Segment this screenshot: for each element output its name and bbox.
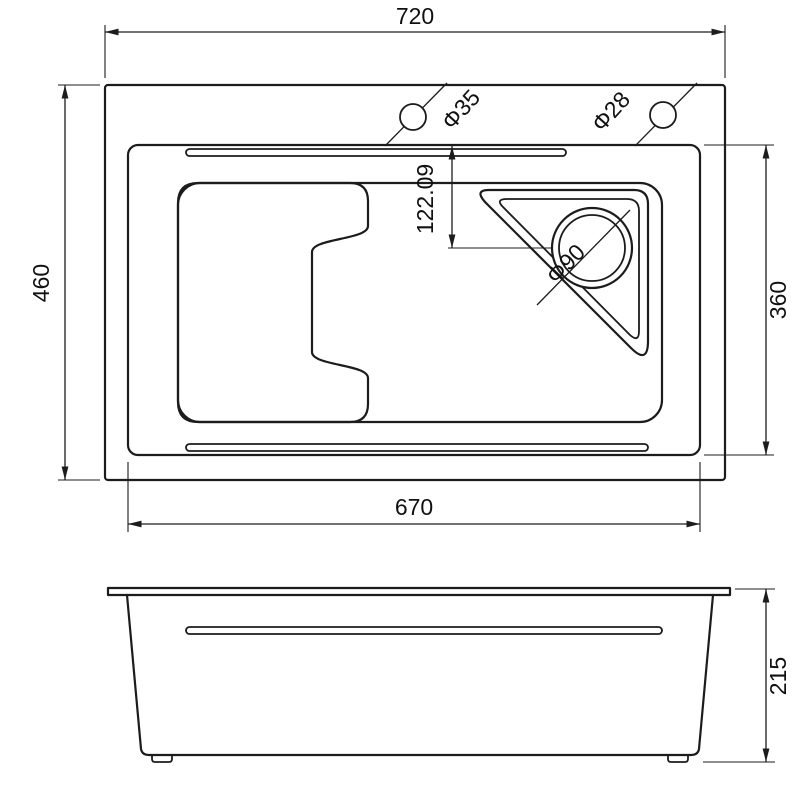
faucet-hole-label: Φ35 — [436, 84, 485, 134]
label-faucet-hole: Φ35 — [384, 82, 485, 147]
dim-inner-width: 670 — [127, 462, 701, 532]
right-foot — [667, 754, 689, 763]
dim-inner-height-label: 360 — [765, 281, 791, 319]
sink-outer-edge — [103, 83, 727, 482]
body-profile — [125, 593, 715, 757]
dim-inner-width-label: 670 — [395, 494, 433, 520]
dim-drain-offset: 122.09 — [412, 146, 551, 249]
top-view: Φ90 Φ35 Φ28 720 460 — [28, 3, 791, 532]
corner-bowl-outer — [479, 188, 650, 357]
faucet-hole-symbol — [399, 103, 427, 131]
left-foot — [151, 754, 173, 763]
dim-outer-width: 720 — [104, 3, 726, 78]
drain-leader-line — [536, 209, 631, 306]
dim-outer-height: 460 — [28, 84, 100, 481]
sink-inner-rim — [126, 143, 702, 457]
weir-slot — [185, 626, 663, 635]
dim-inner-height: 360 — [704, 144, 791, 456]
dim-depth-label: 215 — [765, 657, 791, 695]
side-view: 215 — [106, 586, 791, 763]
ledge-outline — [176, 181, 370, 424]
bottom-groove — [185, 443, 649, 452]
flange-profile — [106, 586, 732, 597]
dim-depth: 215 — [703, 588, 791, 763]
dim-outer-height-label: 460 — [28, 264, 54, 302]
dim-drain-offset-label: 122.09 — [412, 164, 438, 234]
top-groove — [185, 148, 567, 157]
label-accessory-hole: Φ28 — [586, 82, 698, 147]
accessory-hole-label: Φ28 — [586, 86, 635, 136]
dim-outer-width-label: 720 — [396, 3, 434, 29]
drain-inner-circle — [558, 214, 626, 282]
accessory-hole-symbol — [649, 101, 677, 129]
corner-bowl-inner — [498, 198, 640, 340]
